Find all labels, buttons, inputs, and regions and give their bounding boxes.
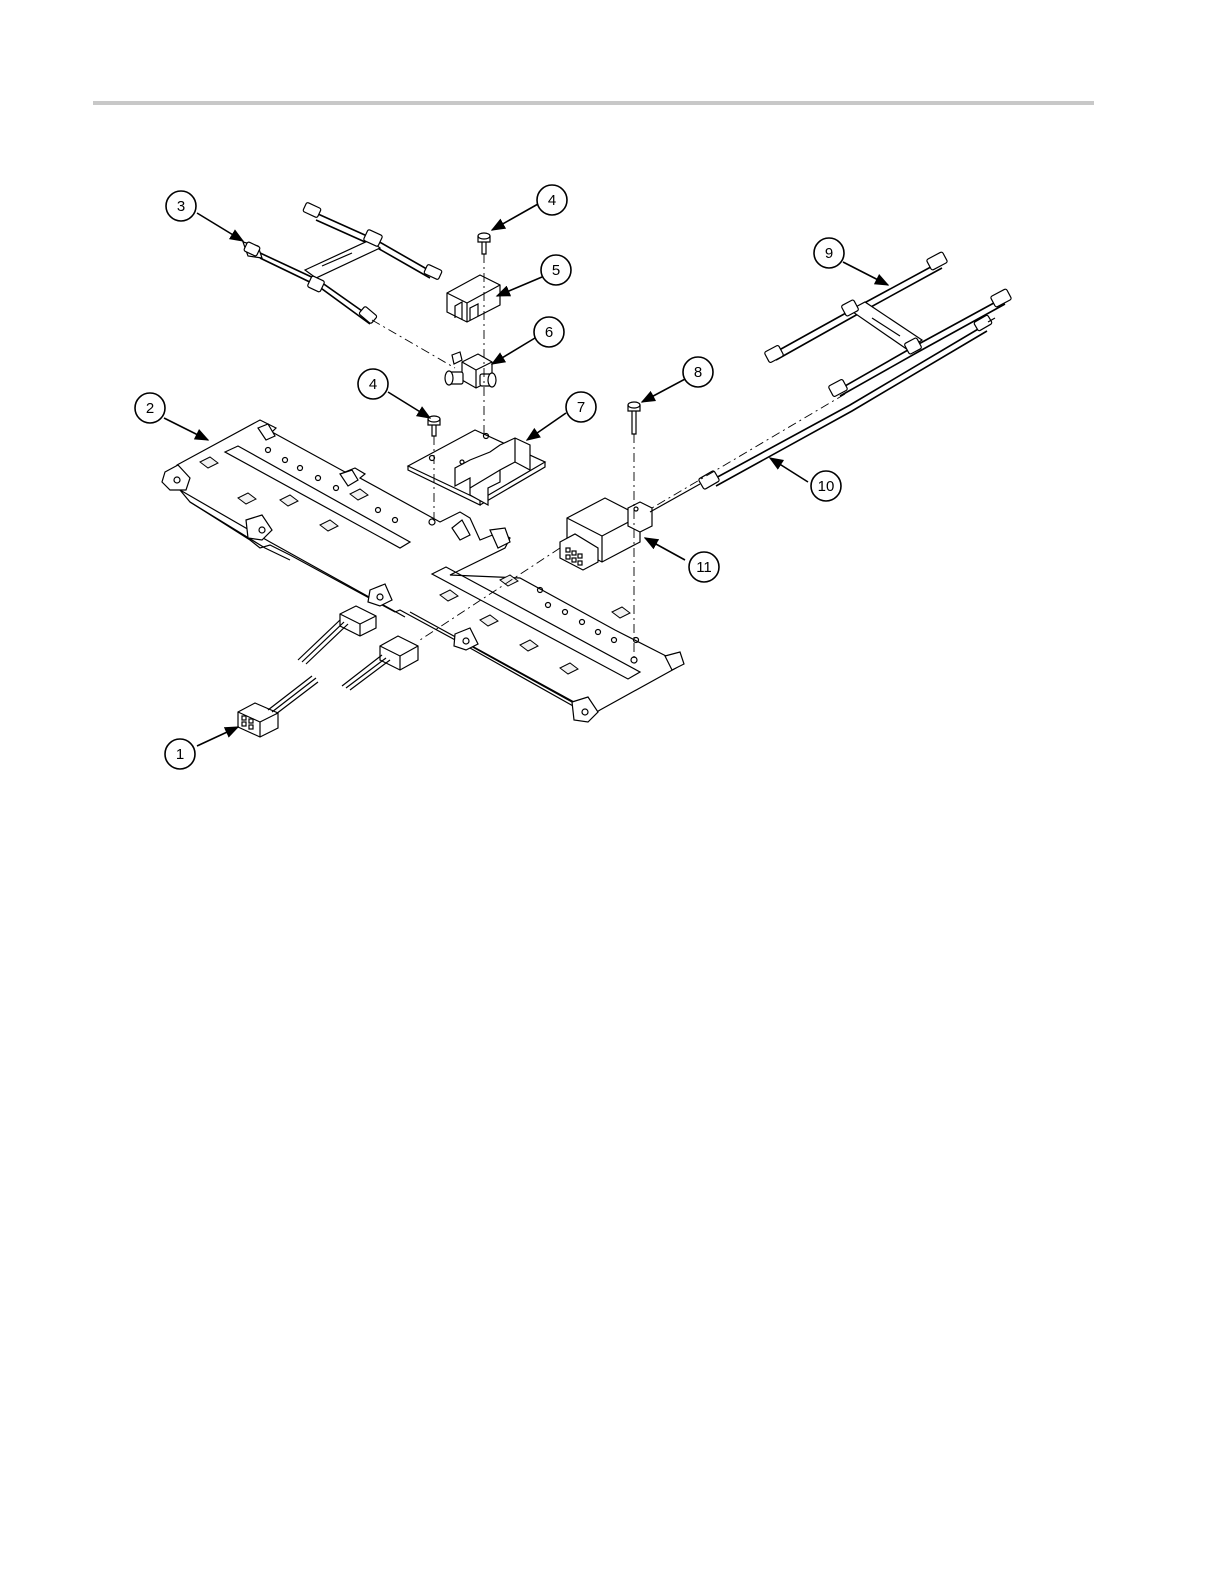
- callout-11: 11: [689, 552, 719, 582]
- callout-2: 2: [135, 393, 165, 423]
- cable-pair-left: [243, 202, 442, 324]
- callout-3: 3: [166, 191, 196, 221]
- screw-top: [478, 233, 490, 254]
- svg-text:7: 7: [577, 399, 585, 416]
- relay-switch: [560, 498, 652, 570]
- svg-text:3: 3: [177, 198, 185, 215]
- svg-text:5: 5: [552, 262, 560, 279]
- callout-10: 10: [811, 471, 841, 501]
- callout-4-plate: 4: [358, 369, 388, 399]
- callout-7: 7: [566, 392, 596, 422]
- adapter-block: [445, 352, 496, 388]
- clamp-bracket: [447, 275, 500, 322]
- svg-text:8: 8: [694, 364, 702, 381]
- svg-text:9: 9: [825, 245, 833, 262]
- callout-4-top: 4: [537, 185, 567, 215]
- svg-text:11: 11: [696, 559, 712, 576]
- callout-1: 1: [165, 739, 195, 769]
- mounting-plate: [408, 430, 545, 505]
- svg-text:4: 4: [548, 192, 556, 209]
- callout-6: 6: [534, 317, 564, 347]
- long-screw: [628, 402, 640, 434]
- callout-9: 9: [814, 238, 844, 268]
- svg-text:10: 10: [818, 478, 835, 495]
- svg-text:2: 2: [146, 400, 154, 417]
- svg-text:6: 6: [545, 324, 553, 341]
- wire-harness-connectors: [238, 606, 418, 737]
- svg-text:1: 1: [176, 746, 184, 763]
- callout-5: 5: [541, 255, 571, 285]
- callout-8: 8: [683, 357, 713, 387]
- svg-text:4: 4: [369, 376, 377, 393]
- screw-plate: [428, 416, 440, 436]
